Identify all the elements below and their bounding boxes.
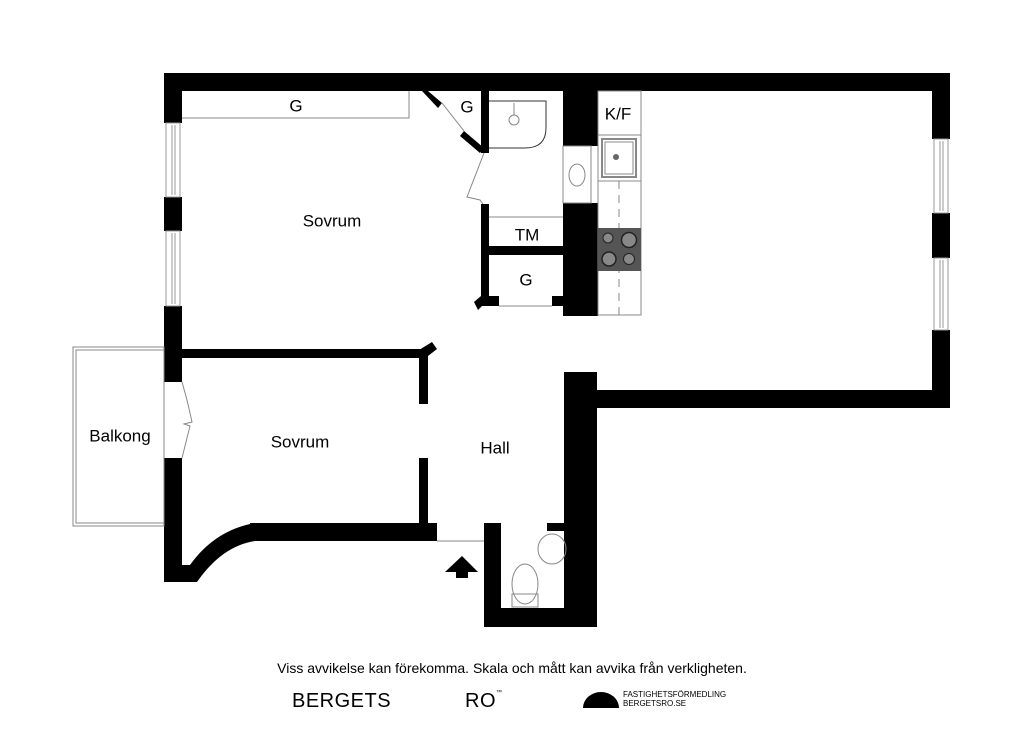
agency-logo: FASTIGHETSFÖRMEDLING BERGETSRO.SE <box>583 690 726 708</box>
room-label-closet: G <box>289 96 303 116</box>
walls <box>164 73 950 627</box>
room-label-closet-hall: G <box>519 270 533 290</box>
room-label-kitchen: K/F <box>604 104 632 124</box>
room-label-balcony: Balkong <box>89 426 151 446</box>
trademark: ™ <box>496 690 503 696</box>
half-circle-logo-icon <box>583 692 619 708</box>
entrance-arrow-icon <box>445 556 478 578</box>
room-label-laundry: TM <box>514 225 540 245</box>
room-label-bedroom-1: Sovrum <box>302 211 362 231</box>
agency-line-2: BERGETSRO.SE <box>623 699 687 708</box>
brand-logo-right: RO™ <box>465 690 503 713</box>
fixtures <box>72 90 642 608</box>
stove <box>598 228 641 271</box>
room-label-hall: Hall <box>480 438 510 458</box>
disclaimer-text: Viss avvikelse kan förekomma. Skala och … <box>277 660 747 676</box>
room-label-closet-corner: G <box>460 97 474 117</box>
brand-logo-left: BERGETS <box>292 690 392 712</box>
windows <box>165 122 949 331</box>
brand-ro-text: RO <box>465 690 496 712</box>
room-label-bedroom-2: Sovrum <box>270 432 330 452</box>
agency-line-1: FASTIGHETSFÖRMEDLING <box>623 690 727 699</box>
